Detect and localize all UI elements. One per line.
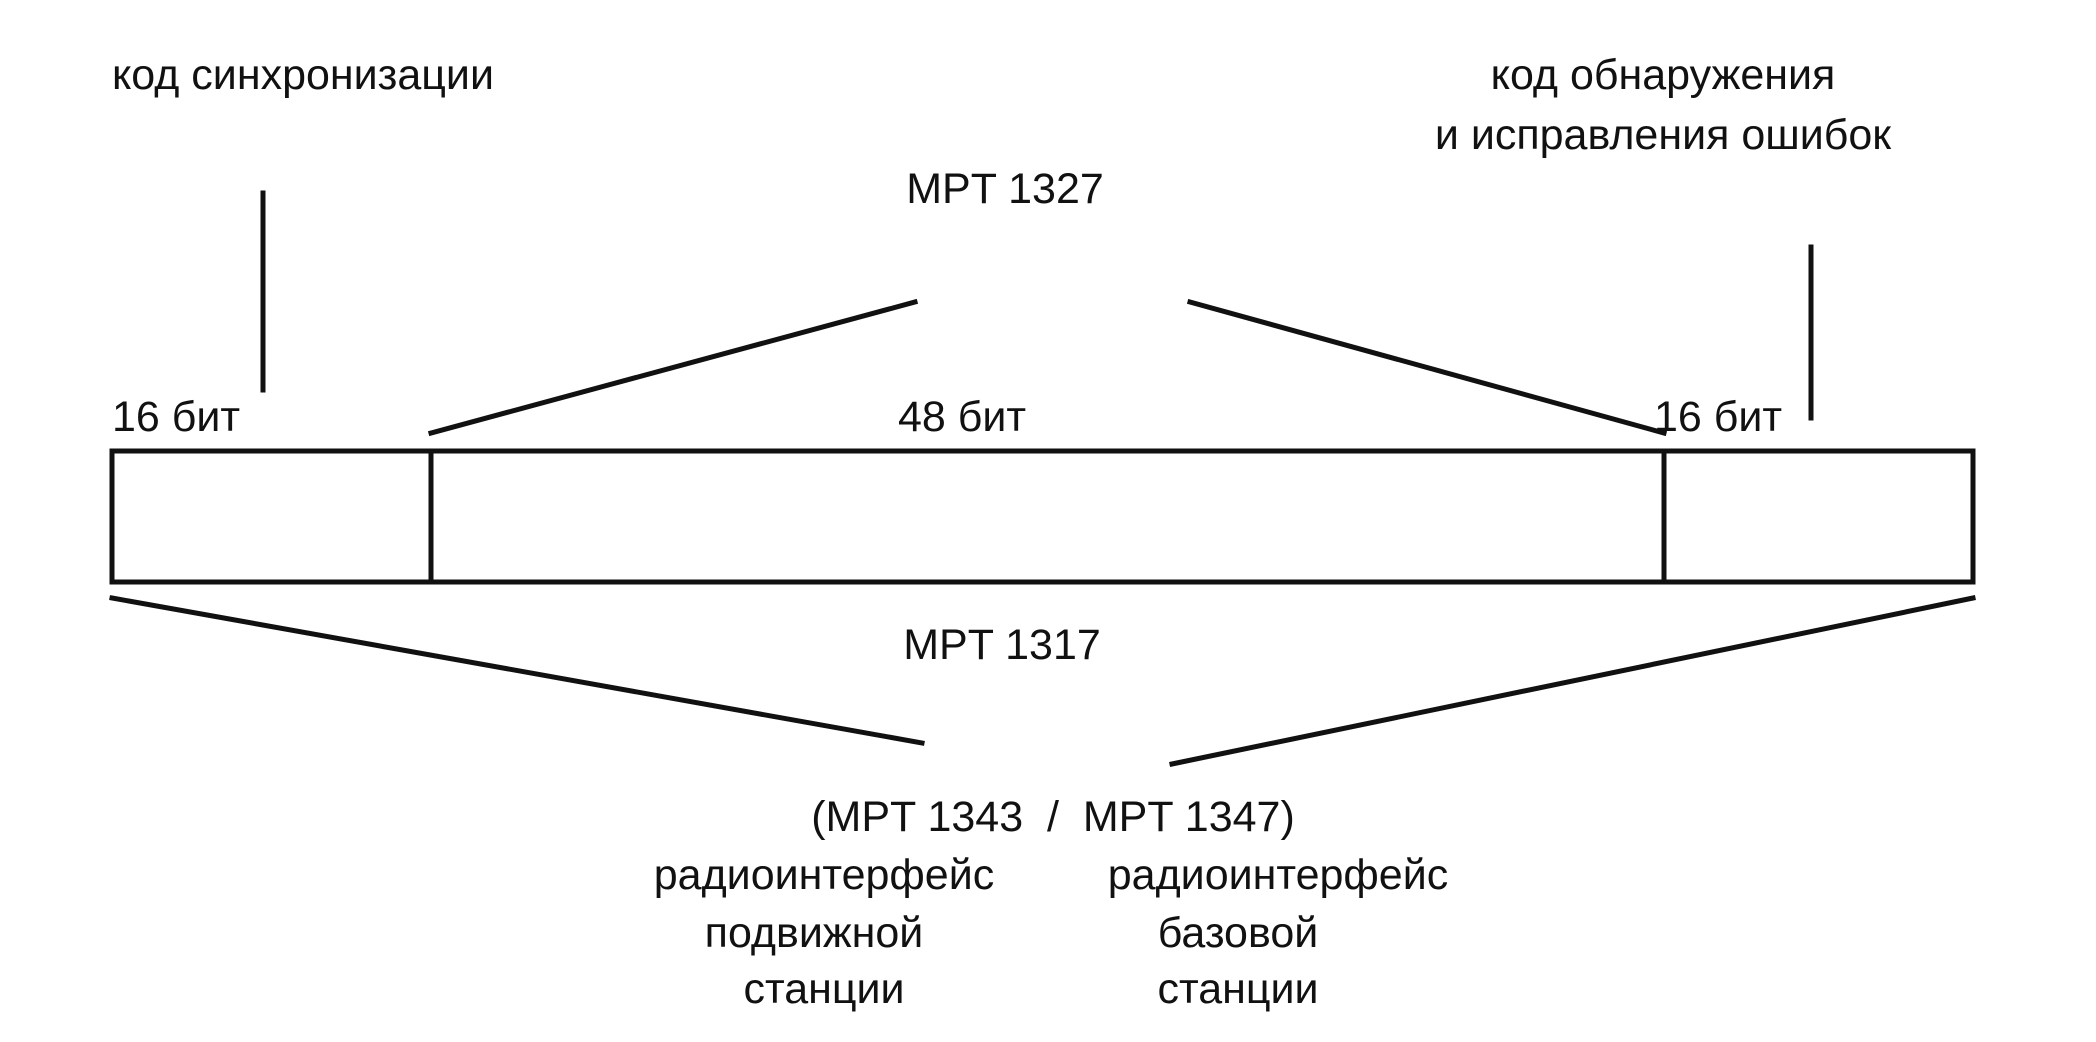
mpt1327-label: MPT 1327: [906, 165, 1104, 213]
error-code-label-line1: код обнаружения: [1490, 51, 1836, 99]
mobile-interface-line3: станции: [743, 965, 905, 1013]
data-bits-label: 48 бит: [897, 393, 1027, 441]
base-interface-line1: радиоинтерфейс: [1107, 851, 1449, 899]
base-interface-line3: станции: [1157, 965, 1319, 1013]
ecc-bits-label: 16 бит: [1654, 393, 1783, 441]
sync-code-label: код синхронизации: [112, 51, 494, 99]
mpt1317-right-line: [1169, 595, 1976, 767]
mpt1343-mpt1347-label: (MPT 1343 / MPT 1347): [811, 793, 1295, 841]
mpt1327-left-line: [427, 298, 919, 437]
mpt1317-left-line: [109, 595, 925, 746]
mobile-interface-line1: радиоинтерфейс: [653, 851, 995, 899]
mpt1317-label: MPT 1317: [903, 621, 1101, 669]
base-interface-line2: базовой: [1157, 909, 1319, 957]
error-code-label-line2: и исправления ошибок: [1434, 111, 1892, 159]
frame-box: [109, 448, 1976, 585]
mpt1327-right-line: [1186, 298, 1668, 437]
mobile-interface-line2: подвижной: [704, 909, 924, 957]
sync-bits-label: 16 бит: [112, 393, 241, 441]
